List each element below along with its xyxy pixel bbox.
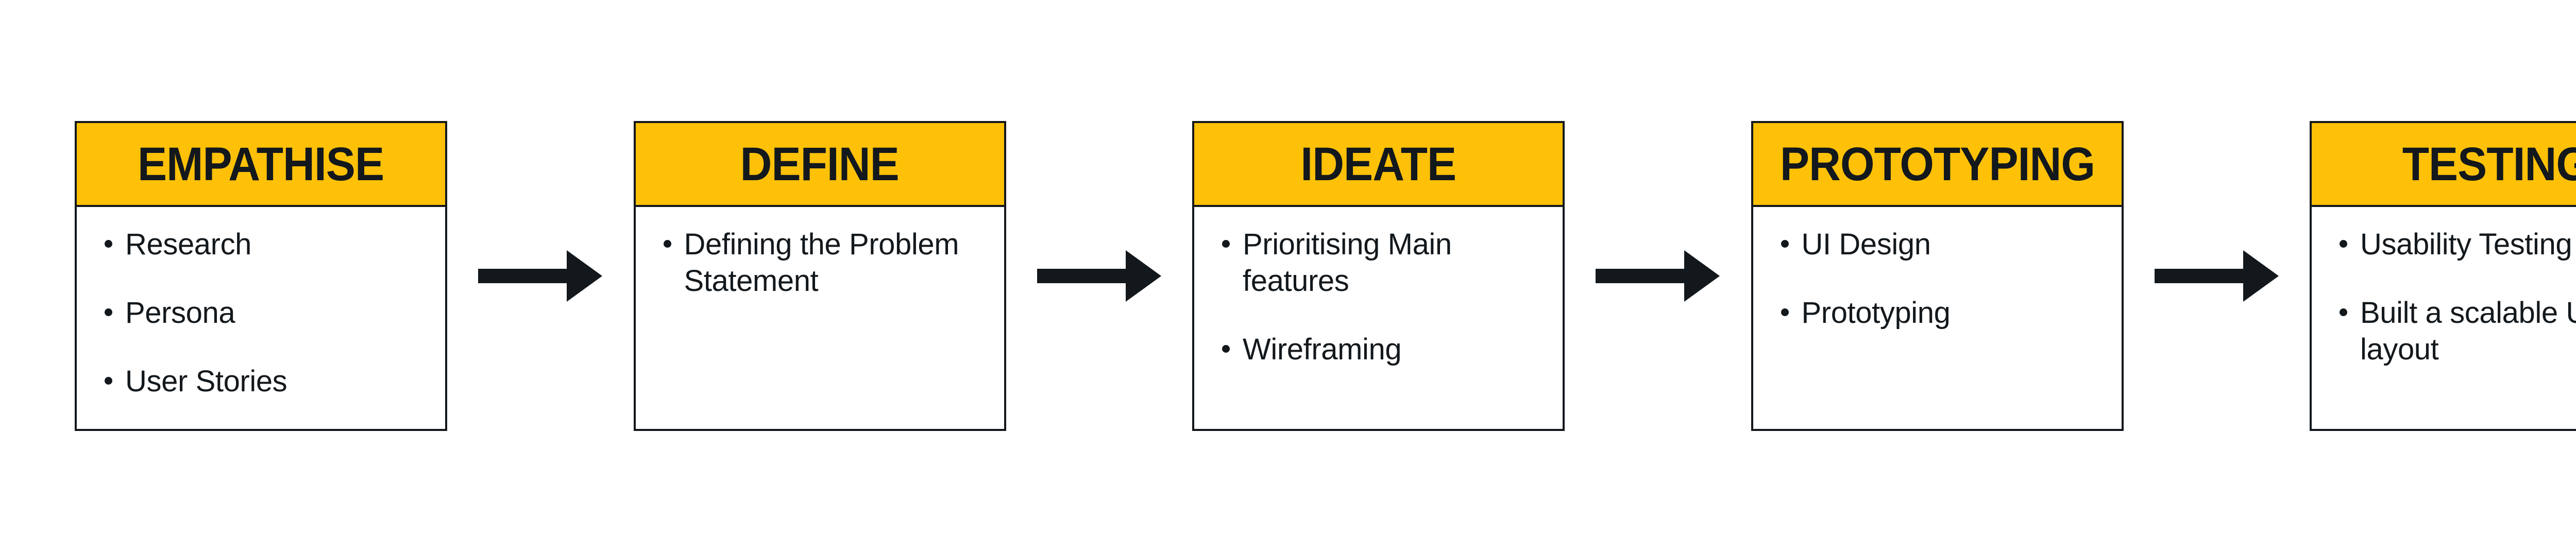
step-title: EMPATHISE xyxy=(138,137,384,191)
bullet-dot-icon xyxy=(2340,308,2347,316)
step-body-prototyping: UI Design Prototyping xyxy=(1753,207,2122,429)
list-item: User Stories xyxy=(90,364,432,400)
step-body-empathise: Research Persona User Stories xyxy=(77,207,445,429)
bullet-dot-icon xyxy=(1222,240,1230,248)
process-step-empathise[interactable]: EMPATHISE Research Persona User Stories xyxy=(75,121,447,431)
list-item: UI Design xyxy=(1767,227,2108,263)
step-header-prototyping: PROTOTYPING xyxy=(1753,123,2122,207)
process-step-define[interactable]: DEFINE Defining the Problem Statement xyxy=(633,121,1006,431)
list-item: Usability Testing xyxy=(2325,227,2576,263)
step-title: IDEATE xyxy=(1300,137,1457,191)
list-item-label: Prioritising Main features xyxy=(1243,228,1452,298)
bullet-dot-icon xyxy=(1781,308,1789,316)
step-body-testing: Usability Testing Built a scalable UI la… xyxy=(2312,207,2576,429)
step-title: TESTING xyxy=(2402,137,2576,191)
list-item: Research xyxy=(90,227,432,263)
step-body-ideate: Prioritising Main features Wireframing xyxy=(1194,207,1563,429)
bullet-dot-icon xyxy=(105,376,112,385)
bullet-dot-icon xyxy=(2340,240,2347,248)
list-item-label: Built a scalable UI layout xyxy=(2360,296,2576,366)
list-item: Persona xyxy=(90,295,432,332)
step-item-list: UI Design Prototyping xyxy=(1767,227,2108,332)
step-item-list: Defining the Problem Statement xyxy=(649,227,991,300)
flow-connector-1 xyxy=(447,121,633,431)
bullet-dot-icon xyxy=(105,308,112,316)
step-item-list: Prioritising Main features Wireframing xyxy=(1208,227,1549,368)
arrow-right-icon xyxy=(478,250,603,302)
list-item: Prototyping xyxy=(1767,295,2108,332)
step-header-empathise: EMPATHISE xyxy=(77,123,445,207)
list-item-label: Wireframing xyxy=(1243,332,1402,366)
step-header-define: DEFINE xyxy=(635,123,1004,207)
list-item: Built a scalable UI layout xyxy=(2325,295,2576,368)
list-item-label: Research xyxy=(125,228,252,261)
step-title: DEFINE xyxy=(740,137,900,191)
step-item-list: Research Persona User Stories xyxy=(90,227,432,400)
bullet-dot-icon xyxy=(663,240,671,248)
process-flow: EMPATHISE Research Persona User Stories xyxy=(75,121,2576,431)
list-item: Defining the Problem Statement xyxy=(649,227,991,300)
list-item: Wireframing xyxy=(1208,332,1549,368)
list-item-label: Usability Testing xyxy=(2360,228,2572,261)
step-item-list: Usability Testing Built a scalable UI la… xyxy=(2325,227,2576,368)
arrow-right-icon xyxy=(1596,250,1720,302)
step-body-define: Defining the Problem Statement xyxy=(636,207,1004,429)
process-step-testing[interactable]: TESTING Usability Testing Built a scalab… xyxy=(2310,121,2576,431)
list-item-label: Persona xyxy=(125,296,235,330)
flow-connector-2 xyxy=(1006,121,1192,431)
list-item: Prioritising Main features xyxy=(1208,227,1549,300)
step-header-ideate: IDEATE xyxy=(1194,123,1563,207)
process-step-prototyping[interactable]: PROTOTYPING UI Design Prototyping xyxy=(1751,121,2124,431)
arrow-right-icon xyxy=(2154,250,2279,302)
step-header-testing: TESTING xyxy=(2312,123,2576,207)
flow-connector-3 xyxy=(1565,121,1751,431)
list-item-label: Prototyping xyxy=(1801,296,1951,330)
bullet-dot-icon xyxy=(1781,240,1789,248)
list-item-label: Defining the Problem Statement xyxy=(684,228,959,298)
list-item-label: UI Design xyxy=(1801,228,1931,261)
arrow-right-icon xyxy=(1037,250,1161,302)
list-item-label: User Stories xyxy=(125,364,287,398)
bullet-dot-icon xyxy=(1222,344,1230,353)
process-step-ideate[interactable]: IDEATE Prioritising Main features Wirefr… xyxy=(1192,121,1565,431)
flow-connector-4 xyxy=(2124,121,2310,431)
bullet-dot-icon xyxy=(105,240,112,248)
step-title: PROTOTYPING xyxy=(1780,137,2095,191)
